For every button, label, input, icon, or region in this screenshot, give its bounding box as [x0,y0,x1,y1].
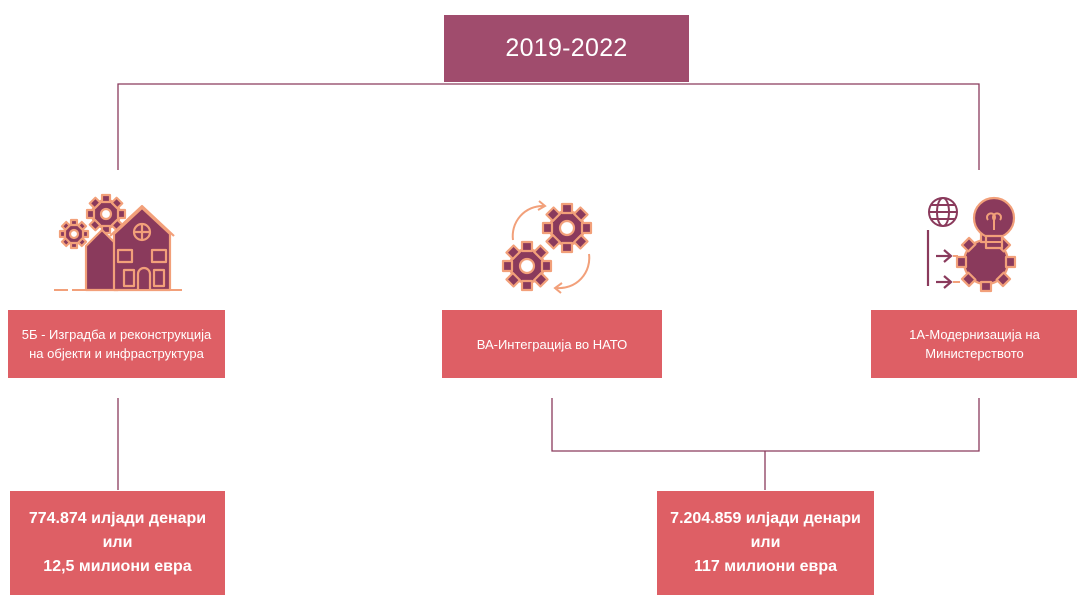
total-left-amount-eur: 12,5 милиони евра [43,558,192,575]
category-box-nato: ВА-Интеграција во НАТО [442,310,662,378]
total-right-or: или [750,534,781,551]
connector-top [117,83,980,170]
category-label-nato: ВА-Интеграција во НАТО [476,336,628,352]
category-label-construction: 5Б - Изградба и реконструкција на објект… [21,327,212,361]
total-right-amount-eur: 117 милиони евра [693,558,838,575]
total-left-amount-mkd: 774.874 илјади денари [28,510,207,527]
total-right-amount-mkd: 7.204.859 илјади денари [670,510,861,527]
category-box-construction: 5Б - Изградба и реконструкција на објект… [8,310,225,378]
period-header: 2019-2022 [444,15,689,82]
house-gears-icon [54,193,182,292]
total-left-or: или [102,534,133,551]
rotating-gears-icon [501,200,593,294]
total-box-left: 774.874 илјади денари или 12,5 милиони е… [10,491,225,595]
category-box-modernization: 1А-Модернизација на Министерството [871,310,1077,378]
globe-lightbulb-gear-icon [926,196,1017,293]
connector-right-bracket [551,398,980,452]
category-label-modernization: 1А-Модернизација на Министерството [909,327,1040,361]
total-box-right: 7.204.859 илјади денари или 117 милиони … [657,491,874,595]
